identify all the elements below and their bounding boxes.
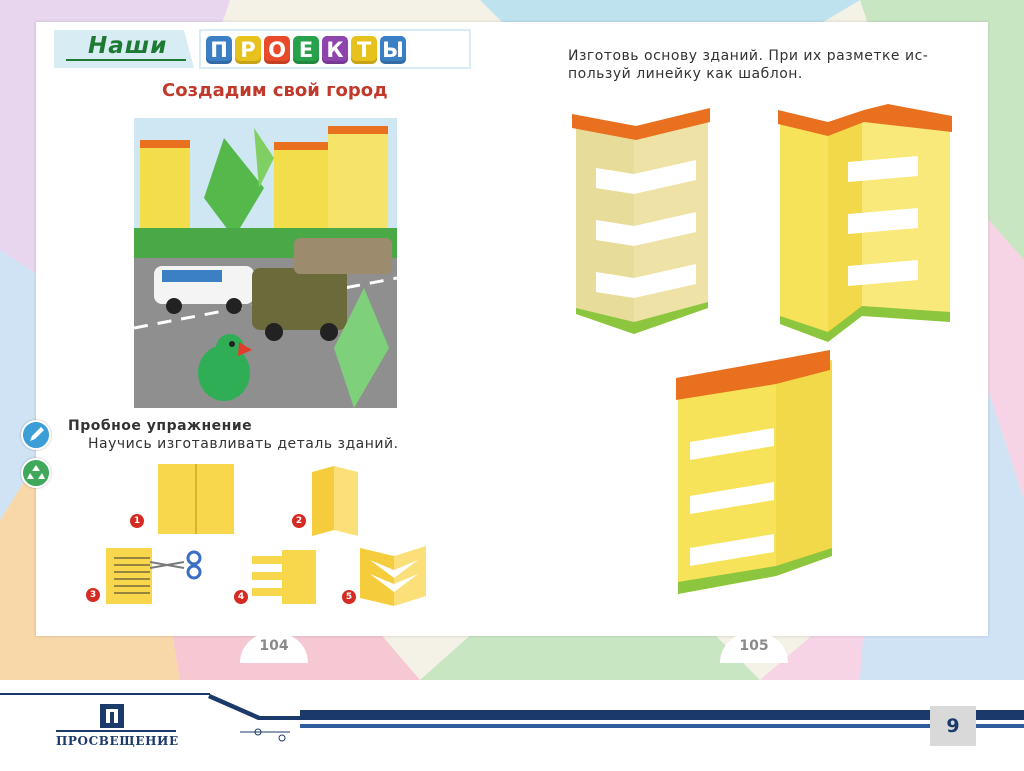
step-5-folded-detail: [360, 544, 428, 610]
city-model-photo: [133, 118, 398, 408]
step-badge-4: 4: [234, 590, 248, 604]
step-4-cut-paper: [252, 550, 318, 608]
step-badge-1: 1: [130, 514, 144, 528]
header-word: Наши: [88, 33, 168, 59]
header-letter-5: К: [322, 36, 348, 64]
pencil-icon: [21, 420, 51, 450]
recycle-icon: [21, 458, 51, 488]
instruction-line-1: Изготовь основу зданий. При их разметке …: [568, 48, 929, 64]
step-2-folded-paper: [312, 466, 360, 540]
step-badge-5: 5: [342, 590, 356, 604]
step-1-paper: [158, 464, 234, 534]
header-letter-7: Ы: [380, 36, 406, 64]
step-badge-3: 3: [86, 588, 100, 602]
header-letter-4: Е: [293, 36, 319, 64]
header-letter-2: Р: [235, 36, 261, 64]
header-letter-3: О: [264, 36, 290, 64]
building-model-2: [778, 102, 954, 348]
exercise-text: Научись изготавливать деталь зданий.: [88, 436, 399, 452]
publisher-logo-rule: [56, 730, 176, 732]
step-3-cut-lines: [106, 548, 206, 608]
slide-number: 9: [930, 706, 976, 746]
publisher-logo-icon: [100, 704, 124, 728]
publisher-name: ПРОСВЕЩЕНИЕ: [56, 734, 179, 748]
step-badge-2: 2: [292, 514, 306, 528]
page-title: Создадим свой город: [162, 80, 388, 101]
footer-bar: [0, 680, 1024, 767]
header-letter-6: Т: [351, 36, 377, 64]
header-letter-1: П: [206, 36, 232, 64]
building-model-3: [676, 350, 834, 600]
instruction-line-2: пользуй линейку как шаблон.: [568, 66, 803, 82]
scissors-icon: [149, 550, 206, 584]
building-model-1: [572, 108, 712, 340]
exercise-title: Пробное упражнение: [68, 418, 253, 434]
